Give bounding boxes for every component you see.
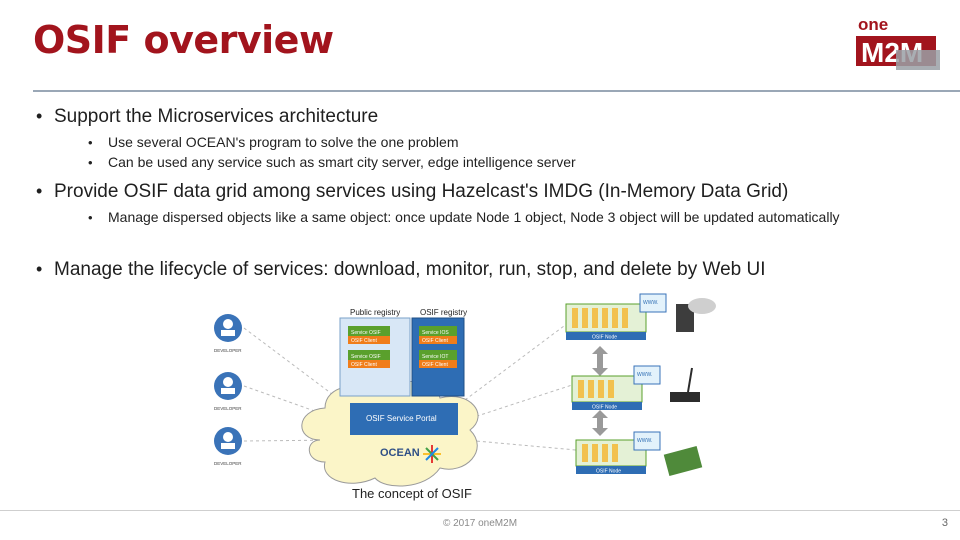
sub-bullet-2-1: Manage dispersed objects like a same obj… <box>88 209 898 226</box>
diagram-caption: The concept of OSIF <box>352 486 472 501</box>
public-item-1: Service OSIF <box>351 330 381 336</box>
public-registry-items: Service OSIF OSIF Client Service OSIF OS… <box>348 326 390 368</box>
footer-copyright: © 2017 oneM2M <box>442 518 518 529</box>
public-item-4: OSIF Client <box>351 362 377 368</box>
developer-icon: DEVELOPER <box>214 427 242 466</box>
onem2m-logo: one M2M <box>856 15 940 70</box>
sub-bullet-1-2: Can be used any service such as smart ci… <box>88 154 576 171</box>
cloud-icon <box>688 298 716 314</box>
node-label-3: OSIF Node <box>596 469 621 475</box>
public-item-2: OSIF Client <box>351 338 377 344</box>
osif-item-2: OSIF Client <box>422 338 448 344</box>
www-label-3: WWW. <box>637 438 652 444</box>
node-label-1: OSIF Node <box>592 335 617 341</box>
developer-icon: DEVELOPER <box>214 372 242 411</box>
osif-item-1: Service IOS <box>422 330 449 336</box>
www-label-1: WWW. <box>643 300 658 306</box>
ocean-logo-text: OCEAN <box>380 447 420 459</box>
sync-arrow-icon <box>592 346 608 436</box>
osif-registry-items: Service IOS OSIF Client Service IOT OSIF… <box>419 326 457 368</box>
raspberry-pi-icon <box>663 445 703 477</box>
developer-label-2: DEVELOPER <box>214 406 242 411</box>
developer-label-3: DEVELOPER <box>214 461 242 466</box>
server-icon <box>676 304 694 332</box>
osif-service-portal <box>350 403 458 435</box>
www-label-2: WWW. <box>637 372 652 378</box>
bullet-1: Support the Microservices architecture <box>36 106 378 128</box>
portal-label: OSIF Service Portal <box>366 414 437 423</box>
logo-one-text: one <box>858 15 888 34</box>
public-registry-label: Public registry <box>350 308 400 317</box>
footer-divider <box>0 510 960 511</box>
bullet-3: Manage the lifecycle of services: downlo… <box>36 259 765 281</box>
osif-item-3: Service IOT <box>422 354 448 360</box>
developer-icon: DEVELOPER <box>214 314 242 353</box>
osif-concept-diagram: DEVELOPER DEVELOPER DEVELOPER Public reg… <box>214 293 716 487</box>
osif-registry-label: OSIF registry <box>420 308 467 317</box>
sub-bullet-1-1: Use several OCEAN's program to solve the… <box>88 134 458 151</box>
node-label-2: OSIF Node <box>592 405 617 411</box>
public-item-3: Service OSIF <box>351 354 381 360</box>
title-divider <box>33 90 960 92</box>
developer-label-1: DEVELOPER <box>214 348 242 353</box>
ocean-star-icon <box>423 445 441 463</box>
osif-node-3: OSIF Node WWW. <box>575 431 703 477</box>
slide-title: OSIF overview <box>33 18 334 62</box>
osif-item-4: OSIF Client <box>422 362 448 368</box>
osif-node-1: OSIF Node WWW. <box>565 293 716 341</box>
page-number: 3 <box>941 517 948 529</box>
bullet-2: Provide OSIF data grid among services us… <box>36 181 788 203</box>
osif-node-2: OSIF Node WWW. <box>571 365 700 411</box>
router-icon <box>670 392 700 402</box>
